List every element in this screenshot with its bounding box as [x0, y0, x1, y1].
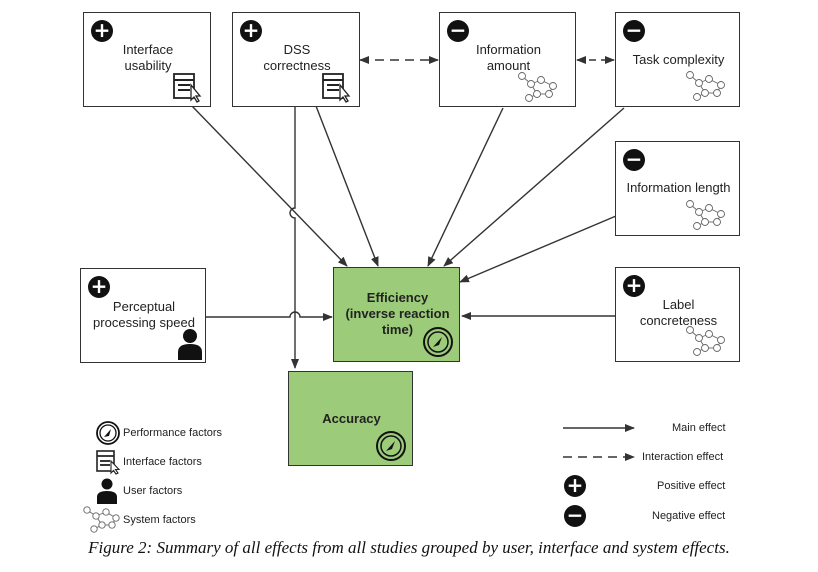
- node-information-amount: − Information amount: [439, 12, 576, 107]
- system-factor-icon: [686, 326, 725, 356]
- negative-effect-icon: −: [623, 20, 645, 42]
- positive-effect-icon: +: [623, 275, 645, 297]
- node-label: Efficiency (inverse reaction time): [345, 290, 450, 337]
- system-factor-icon: [83, 506, 120, 533]
- node-label: Perceptual processing speed: [93, 299, 195, 330]
- performance-factor-icon: [96, 421, 120, 445]
- arrow-task-complexity-to-efficiency: [443, 107, 625, 267]
- legend-user-factors: User factors: [123, 485, 183, 497]
- negative-effect-icon: −: [447, 20, 469, 42]
- node-interface-usability: + Interface usability: [83, 12, 211, 107]
- arrow-information-length-to-efficiency: [459, 215, 617, 283]
- negative-effect-icon: −: [623, 149, 645, 171]
- legend-positive-effect: Positive effect: [657, 480, 726, 492]
- arrow-perceptual-speed-to-efficiency: [206, 311, 333, 321]
- node-label: DSS correctness: [263, 42, 331, 73]
- interface-factor-icon: [173, 73, 202, 103]
- positive-effect-icon: +: [240, 20, 262, 42]
- node-label: Interface usability: [122, 42, 174, 73]
- system-factor-icon: [686, 200, 725, 230]
- system-factor-icon: [518, 72, 557, 102]
- performance-factor-icon: [376, 431, 406, 461]
- effects-diagram: + Interface usability + DSS correctness: [80, 12, 740, 533]
- node-label: Task complexity: [632, 52, 725, 67]
- legend-interaction-effect: Interaction effect: [642, 451, 724, 463]
- node-efficiency: Efficiency (inverse reaction time): [333, 267, 460, 362]
- arrow-dss-correctness-to-efficiency: [315, 105, 379, 267]
- positive-effect-icon: +: [88, 276, 110, 298]
- arrow-interface-usability-to-efficiency: [191, 105, 348, 267]
- interface-factor-icon: [322, 73, 351, 103]
- node-label: Accuracy: [322, 411, 381, 426]
- legend-interface-factors: Interface factors: [123, 456, 202, 468]
- node-information-length: − Information length: [615, 141, 740, 236]
- node-perceptual-processing-speed: + Perceptual processing speed: [80, 268, 206, 363]
- system-factor-icon: [686, 71, 725, 101]
- legend-negative-effect: Negative effect: [652, 510, 726, 522]
- node-task-complexity: − Task complexity: [615, 12, 740, 107]
- negative-effect-icon: −: [564, 505, 586, 527]
- interface-factor-icon: [96, 450, 121, 475]
- node-label: Information length: [626, 180, 731, 195]
- node-accuracy: Accuracy: [288, 371, 413, 466]
- legend-performance-factors: Performance factors: [123, 427, 223, 439]
- performance-factor-icon: [423, 327, 453, 357]
- node-label: Information amount: [475, 42, 542, 73]
- arrow-information-amount-to-efficiency: [427, 107, 504, 267]
- node-dss-correctness: + DSS correctness: [232, 12, 360, 107]
- user-factor-icon: [178, 329, 202, 360]
- legend-system-factors: System factors: [123, 514, 196, 526]
- legend-main-effect: Main effect: [672, 422, 726, 434]
- figure-caption: Figure 2: Summary of all effects from al…: [88, 538, 730, 557]
- node-label: Label concreteness: [639, 297, 718, 328]
- arrow-dss-correctness-to-accuracy: [289, 106, 299, 369]
- user-factor-icon: [97, 478, 117, 504]
- positive-effect-icon: +: [91, 20, 113, 42]
- positive-effect-icon: +: [564, 475, 586, 497]
- connector-layer: [191, 56, 635, 461]
- node-label-concreteness: + Label concreteness: [615, 267, 740, 362]
